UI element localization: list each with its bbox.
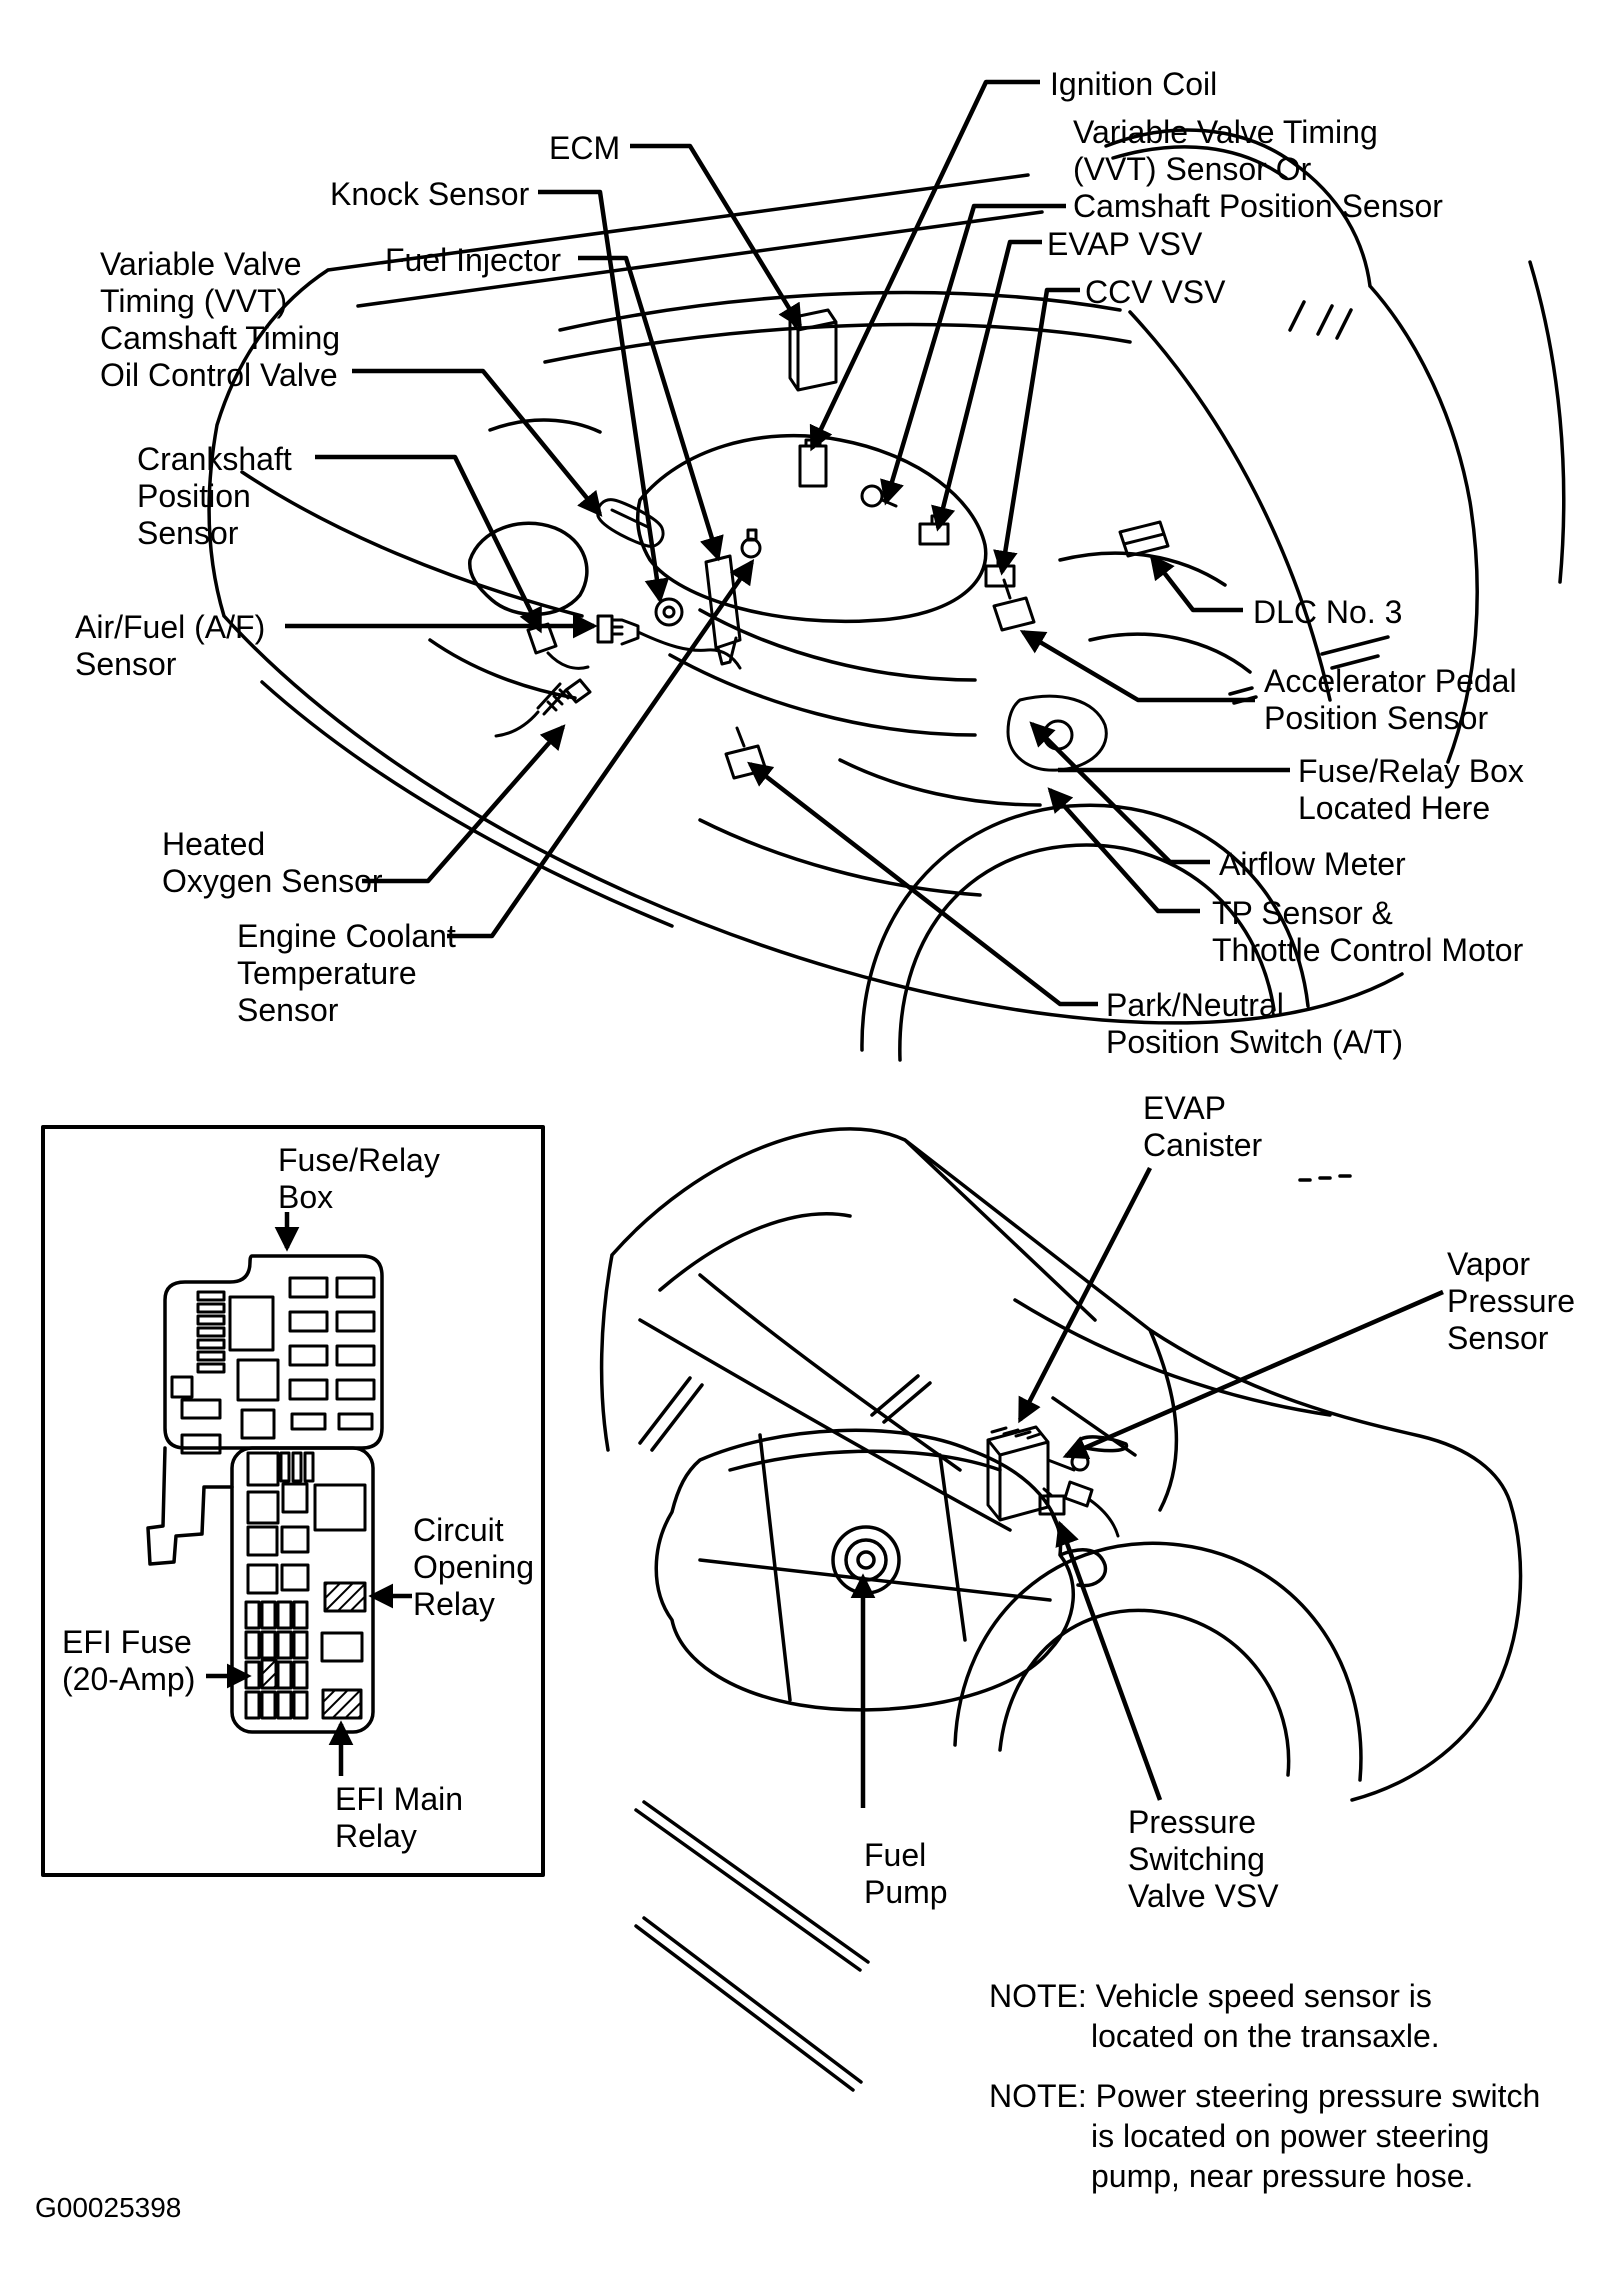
fuel-injector-glyph [704, 554, 742, 666]
note-power-steering: NOTE: Power steering pressure switch is … [989, 2078, 1541, 2194]
leader-pressure-switching [1055, 1520, 1163, 1801]
leader-ccv-vsv [993, 287, 1080, 576]
label-fuse-relay-located: Fuse/Relay Box Located Here [1298, 753, 1524, 826]
leader-tp-sensor [1047, 787, 1200, 914]
engine-component-glyphs [494, 308, 1170, 780]
label-tp-sensor: TP Sensor & Throttle Control Motor [1212, 895, 1524, 968]
label-heated-o2-sensor: Heated Oxygen Sensor [162, 826, 383, 899]
efi-main-relay-glyph [321, 1688, 363, 1720]
rear-car-drawing [599, 1127, 1523, 2092]
circuit-opening-relay-glyph [323, 1581, 367, 1613]
leader-ecm [630, 143, 802, 330]
fusebox-upper-block [163, 1254, 384, 1450]
label-fusebox-title: Fuse/Relay Box [278, 1142, 440, 1215]
speed-line-slashes [1228, 300, 1390, 705]
leader-fuel-injector [578, 255, 724, 562]
leader-knock-sensor [538, 189, 670, 604]
leader-engine-coolant [447, 558, 755, 939]
label-efi-fuse: EFI Fuse (20-Amp) [62, 1624, 196, 1697]
fuel-tank-glyph [654, 1428, 1108, 1712]
leader-heated-o2 [362, 724, 566, 884]
label-pressure-switching: Pressure Switching Valve VSV [1128, 1804, 1279, 1914]
inset-border [41, 1125, 545, 1877]
relay-slots-grid-upper [170, 1276, 376, 1455]
leader-lines-rear [850, 1166, 1444, 1808]
fusebox-bracket [146, 1446, 234, 1566]
label-fuel-pump: Fuel Pump [864, 1837, 948, 1910]
accelerator-sensor-glyph [992, 578, 1036, 632]
dlc3-connector-glyph [1118, 520, 1170, 558]
throttle-body-glyph [1006, 694, 1108, 772]
oil-control-valve-glyph [596, 498, 665, 548]
ccv-vsv-glyph [984, 556, 1016, 588]
leader-evap-vsv [931, 239, 1042, 532]
label-engine-coolant: Engine Coolant Temperature Sensor [237, 918, 456, 1028]
leader-vvt-sensor [880, 203, 1066, 506]
evap-vsv-glyph [918, 514, 950, 546]
label-vvt-ocv: Variable Valve Timing (VVT) Camshaft Tim… [100, 246, 341, 393]
label-dlc3: DLC No. 3 [1253, 594, 1403, 630]
label-vapor-pressure: Vapor Pressure Sensor [1447, 1246, 1576, 1356]
label-evap-vsv: EVAP VSV [1047, 226, 1203, 262]
note-vehicle-speed: NOTE: Vehicle speed sensor is located on… [989, 1978, 1440, 2054]
crankshaft-sensor-glyph [526, 622, 590, 670]
coolant-temp-sensor-glyph [740, 528, 762, 559]
fuel-pump-glyph [831, 1525, 901, 1595]
leader-accelerator [1019, 630, 1255, 703]
leader-airflow [1029, 721, 1210, 865]
label-fuel-injector: Fuel Injector [385, 242, 562, 278]
vapor-pressure-sensor-glyph [1046, 1452, 1120, 1538]
fuse-slot-column [196, 1290, 226, 1374]
leader-vvt-ocv [352, 368, 603, 517]
leader-lines-fusebox [206, 1212, 412, 1776]
label-efi-main-relay: EFI Main Relay [335, 1781, 464, 1854]
label-air-fuel-sensor: Air/Fuel (A/F) Sensor [75, 609, 266, 682]
leader-ignition-coil [809, 79, 1040, 452]
engine-bay-interior [428, 290, 1252, 897]
label-accelerator-sensor: Accelerator Pedal Position Sensor [1264, 663, 1517, 736]
fusebox-inset-drawing [41, 1125, 545, 1877]
figure-code: G00025398 [35, 2192, 182, 2223]
leader-lines-engine [285, 79, 1290, 1007]
leader-vapor-pressure [1062, 1289, 1444, 1459]
label-circuit-opening-relay: Circuit Opening Relay [413, 1512, 534, 1622]
label-ccv-vsv: CCV VSV [1085, 274, 1226, 310]
label-park-neutral: Park/Neutral Position Switch (A/T) [1106, 987, 1403, 1060]
efi-fuse-glyph [260, 1658, 278, 1690]
label-evap-canister: EVAP Canister [1143, 1090, 1263, 1163]
leader-crankshaft [315, 454, 543, 634]
label-ecm: ECM [549, 130, 621, 166]
rear-car-outline [599, 1127, 1523, 2092]
label-ignition-coil: Ignition Coil [1050, 66, 1218, 102]
leader-evap-canister [1018, 1166, 1152, 1424]
oxygen-sensor-glyph [494, 678, 592, 738]
evap-canister-glyph [986, 1425, 1050, 1522]
relay-slots-grid-lower [244, 1451, 367, 1720]
label-airflow-meter: Airflow Meter [1219, 846, 1406, 882]
label-knock-sensor: Knock Sensor [330, 176, 530, 212]
label-vvt-sensor: Variable Valve Timing (VVT) Sensor Or Ca… [1073, 114, 1443, 224]
leader-park-neutral [747, 761, 1098, 1007]
air-fuel-sensor-glyph [596, 614, 742, 670]
label-crankshaft-sensor: Crankshaft Position Sensor [137, 441, 292, 551]
knock-sensor-glyph [654, 597, 684, 627]
leader-dlc3 [1149, 554, 1243, 613]
